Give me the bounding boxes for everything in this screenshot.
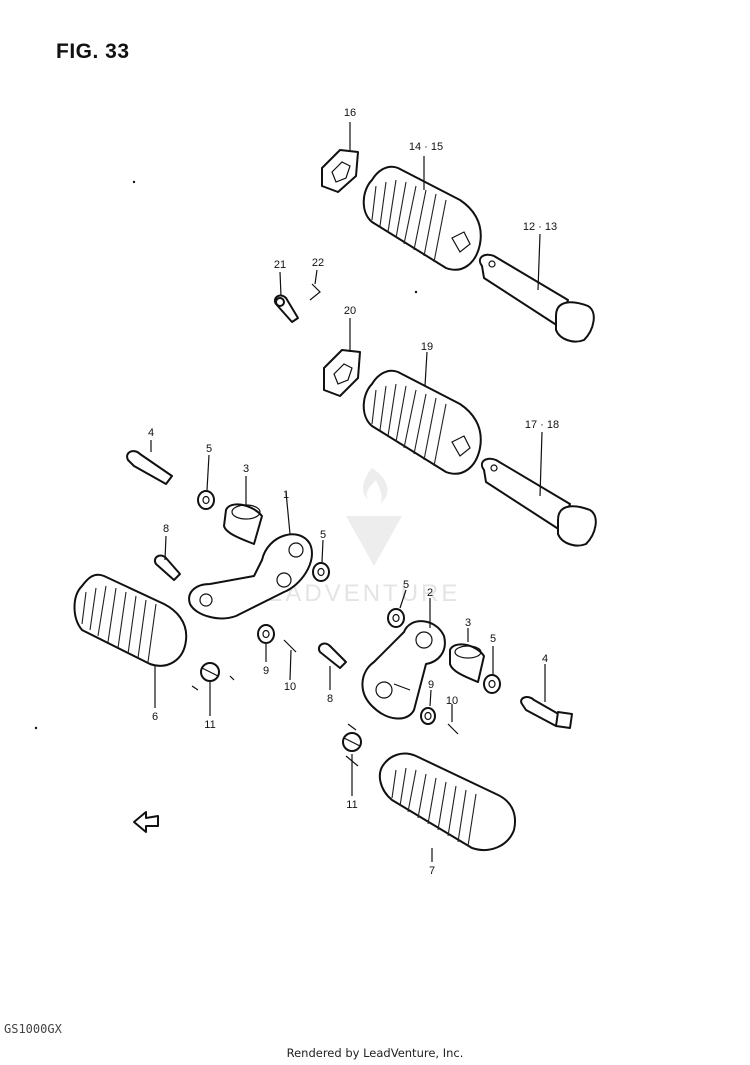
part-4-bolt-right: [520, 696, 573, 729]
part-22-cotter-pin: [309, 283, 321, 301]
part-21-clevis-pin: [274, 294, 299, 323]
watermark-logo: [346, 468, 402, 566]
part-14-15-footrest-rubber: [362, 165, 482, 271]
part-5-washer-b: [312, 562, 330, 582]
part-9-washer-a: [257, 624, 275, 644]
callout-21: 21: [274, 259, 286, 271]
callout-8-a: 8: [163, 523, 169, 535]
part-20-gasket: [323, 349, 361, 397]
callout-5-d: 5: [490, 633, 496, 645]
part-19-footrest-rubber: [362, 369, 482, 475]
callout-4-right: 4: [542, 653, 548, 665]
callout-9-a: 9: [263, 665, 269, 677]
front-arrow-icon: [133, 811, 159, 833]
part-11-spring-a: [191, 662, 235, 691]
callout-3-a: 3: [243, 463, 249, 475]
part-7-footrest-rubber: [378, 752, 516, 851]
part-1-bracket: [188, 533, 313, 620]
part-10-cotter-a: [283, 639, 297, 653]
part-8-pin-b: [318, 642, 347, 669]
callout-5-b: 5: [320, 529, 326, 541]
callout-7: 7: [429, 865, 435, 877]
part-5-washer-c: [387, 608, 405, 628]
callout-14-15: 14 · 15: [409, 141, 443, 153]
callout-17-18: 17 · 18: [525, 419, 559, 431]
callout-22: 22: [312, 257, 324, 269]
part-9-washer-b: [420, 707, 436, 725]
part-3-bushing-a: [223, 503, 263, 545]
callout-12-13: 12 · 13: [523, 221, 557, 233]
callout-4-left: 4: [148, 427, 154, 439]
part-16-gasket: [321, 149, 359, 193]
part-8-pin-a: [154, 554, 181, 581]
callout-2: 2: [427, 587, 433, 599]
callout-10-a: 10: [284, 681, 296, 693]
callout-19: 19: [421, 341, 433, 353]
callout-10-b: 10: [446, 695, 458, 707]
callout-20: 20: [344, 305, 356, 317]
callout-9-b: 9: [428, 679, 434, 691]
footer-credit: Rendered by LeadVenture, Inc.: [286, 1046, 464, 1060]
callout-5-a: 5: [206, 443, 212, 455]
part-6-footrest-rubber: [73, 573, 188, 667]
callout-11-a: 11: [204, 719, 215, 731]
leader-lines: [150, 122, 546, 862]
part-10-cotter-b: [447, 723, 459, 735]
part-2-bracket: [361, 620, 446, 720]
callout-3-b: 3: [465, 617, 471, 629]
callout-8-b: 8: [327, 693, 333, 705]
part-5-washer-d: [483, 674, 501, 694]
part-17-18-pin: [480, 457, 597, 547]
callout-5-c: 5: [403, 579, 409, 591]
part-3-bushing-b: [449, 643, 485, 683]
callout-labels: 16 14 · 15 12 · 13 21 22 20 19 17 · 18 4…: [148, 107, 559, 877]
model-code: GS1000GX: [4, 1022, 62, 1036]
callout-16: 16: [344, 107, 356, 119]
part-11-spring-b: [342, 723, 362, 767]
callout-1: 1: [283, 489, 289, 501]
figure-title: FIG. 33: [56, 40, 130, 63]
callout-11-b: 11: [346, 799, 357, 811]
part-12-13-pin: [478, 253, 595, 343]
part-5-washer-a: [197, 490, 215, 510]
part-4-bolt-left: [126, 450, 173, 485]
callout-6: 6: [152, 711, 158, 723]
